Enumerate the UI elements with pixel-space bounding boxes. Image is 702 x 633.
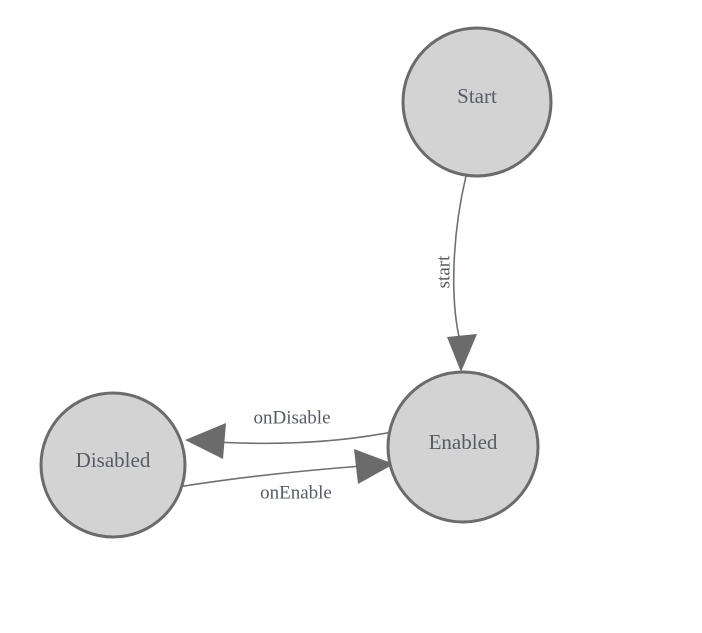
edge-disabled-to-enabled[interactable]: onEnable	[177, 449, 394, 503]
state-node-disabled-circle	[39, 391, 187, 539]
edge-start-to-enabled-label: start	[433, 255, 454, 288]
edge-disabled-to-enabled-path	[177, 465, 363, 488]
edge-enabled-to-disabled-label: onDisable	[253, 407, 330, 428]
edge-start-to-enabled[interactable]: start	[433, 175, 477, 372]
state-node-start[interactable]: Start	[401, 26, 553, 178]
state-node-enabled-label: Enabled	[429, 430, 498, 454]
edge-start-to-enabled-arrowhead-icon	[447, 334, 477, 372]
state-node-start-circle	[401, 26, 553, 178]
edge-disabled-to-enabled-label: onEnable	[260, 482, 332, 503]
state-node-disabled-label: Disabled	[76, 448, 151, 472]
edge-disabled-to-enabled-arrowhead-icon	[354, 449, 394, 484]
edge-enabled-to-disabled-arrowhead-icon	[185, 423, 226, 459]
state-node-enabled-circle	[386, 370, 540, 524]
edge-enabled-to-disabled-path	[214, 431, 393, 445]
state-node-start-label: Start	[457, 84, 497, 108]
edge-start-to-enabled-path	[452, 175, 467, 342]
state-node-disabled[interactable]: Disabled	[39, 391, 187, 539]
state-node-enabled[interactable]: Enabled	[386, 370, 540, 524]
edge-enabled-to-disabled[interactable]: onDisable	[185, 407, 393, 459]
